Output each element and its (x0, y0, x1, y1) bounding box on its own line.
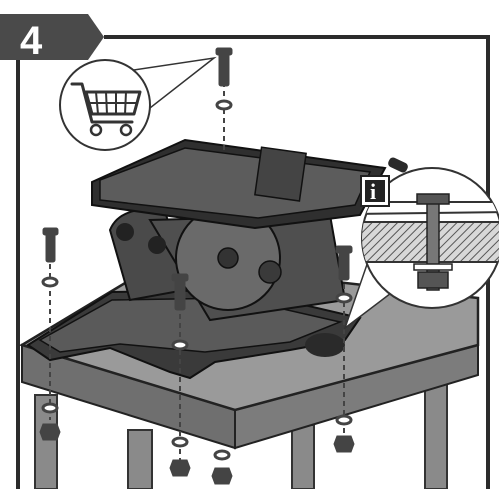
detail-callout: i (343, 167, 499, 331)
table-saw (26, 138, 408, 380)
info-letter: i (370, 179, 376, 204)
mounting-hardware (39, 47, 355, 485)
bolt-icon (218, 51, 230, 87)
shopping-callout (59, 56, 217, 151)
washer-icon (215, 99, 233, 111)
nut-icon (39, 423, 61, 441)
instruction-frame (16, 35, 490, 489)
step-badge: 4 (0, 14, 104, 63)
shopping-cart-icon (70, 82, 142, 137)
step-number: 4 (20, 19, 43, 63)
info-icon: i (360, 175, 390, 207)
